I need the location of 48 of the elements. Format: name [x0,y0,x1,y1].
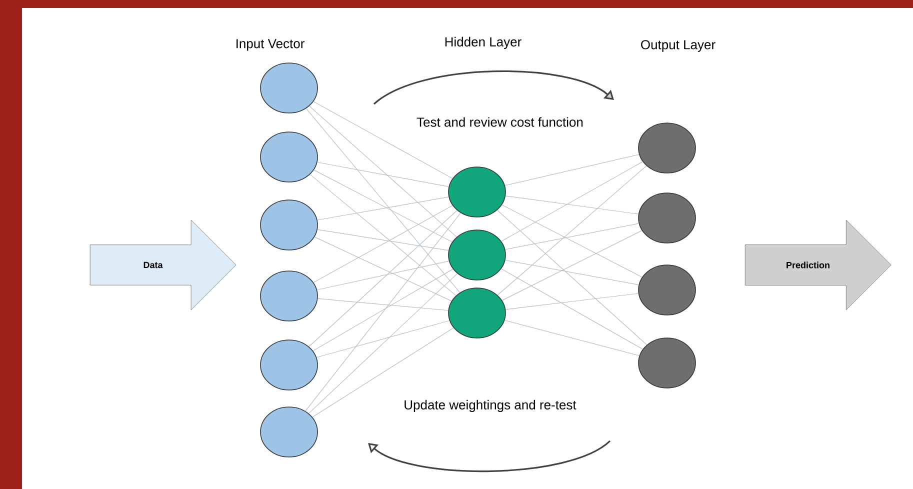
neuron-circle [448,230,506,280]
layer-heading: Output Layer [641,40,716,52]
connection-line [305,212,461,412]
connection-line [504,320,640,356]
neuron-circle [448,166,506,218]
connection-line [317,229,449,251]
layer-heading: Input Vector [236,39,304,51]
connection-line [313,205,453,283]
connection-line [505,196,639,214]
connection-line [500,268,644,350]
neuron-circle [638,192,696,244]
connection-line [504,223,640,250]
neuron-circle [260,200,318,250]
connection-line [316,162,450,188]
connection-line [313,101,453,179]
process-label: Update weightings and re-test [404,400,576,412]
neuron-circle [260,406,318,458]
connection-line [310,174,456,296]
connection-line [317,298,449,311]
connection-line [312,328,454,418]
neuron-circle [260,340,318,390]
neuron-circle [638,264,696,316]
connection-line [501,161,643,242]
process-label: Test and review cost function [416,117,583,127]
connection-line [497,166,647,296]
connection-line [308,273,458,414]
connection-line [504,154,640,186]
connection-line [314,170,452,242]
connection-line [505,260,640,286]
connection-line [316,260,450,290]
connection-line [312,268,454,352]
neuron-circle [260,270,318,322]
connection-line [502,204,642,278]
connection-line [496,210,648,346]
layer-heading: Hidden Layer [445,36,522,50]
connection-line [314,236,452,302]
neuron-circle [638,338,696,388]
neuron-circle [638,122,696,174]
neuron-circle [448,288,506,338]
neuron-circle [260,62,318,114]
connection-line [309,106,457,238]
connection-line [505,293,639,310]
connection-line [316,320,450,358]
connection-line [308,210,458,347]
connection-line [502,230,642,301]
connection-line [306,108,460,293]
neuron-circle [260,132,318,182]
connection-line [317,196,449,220]
